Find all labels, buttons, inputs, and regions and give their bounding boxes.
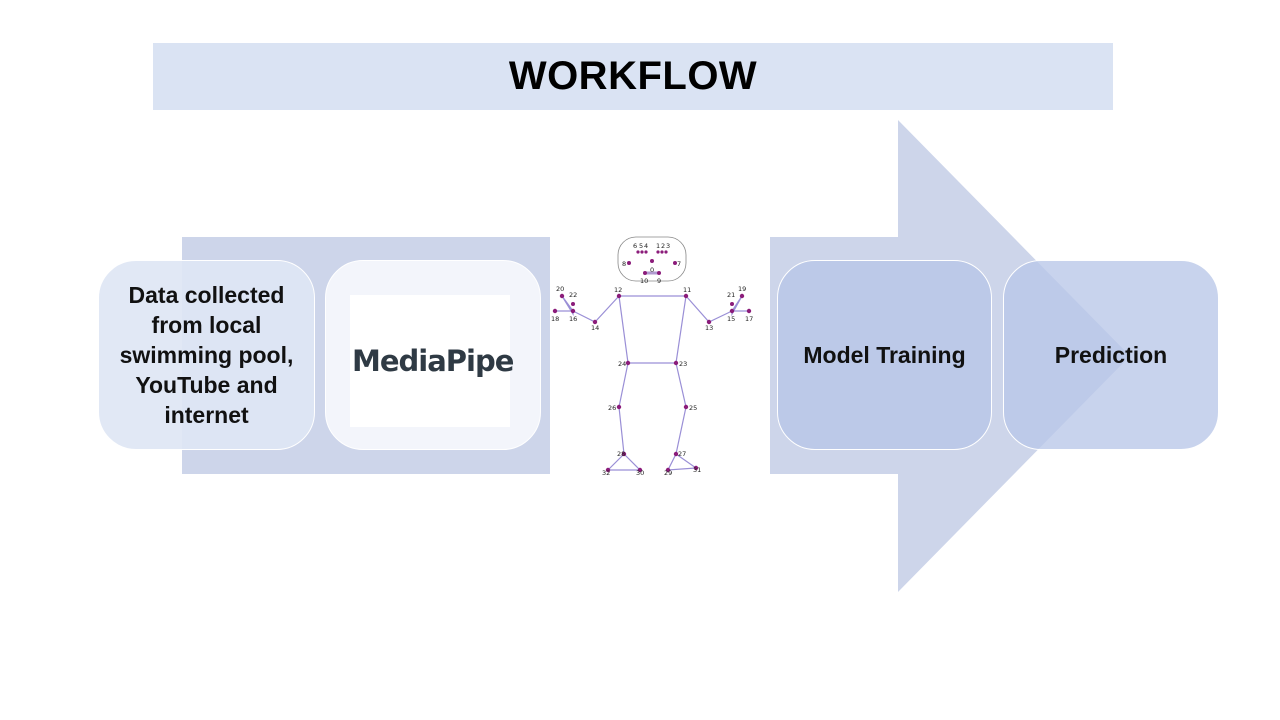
svg-text:18: 18 bbox=[551, 315, 559, 323]
step-model-training-text: Model Training bbox=[803, 342, 966, 368]
svg-text:9: 9 bbox=[657, 277, 661, 285]
svg-text:5: 5 bbox=[639, 242, 643, 250]
svg-text:20: 20 bbox=[556, 285, 564, 293]
svg-text:30: 30 bbox=[636, 469, 644, 477]
svg-text:3: 3 bbox=[666, 242, 670, 250]
svg-text:22: 22 bbox=[569, 291, 577, 299]
svg-text:32: 32 bbox=[602, 469, 610, 477]
svg-text:14: 14 bbox=[591, 324, 599, 332]
svg-text:1: 1 bbox=[656, 242, 660, 250]
svg-text:23: 23 bbox=[679, 360, 687, 368]
svg-text:16: 16 bbox=[569, 315, 577, 323]
mediapipe-wordmark: MediaPipe bbox=[352, 344, 514, 378]
svg-text:21: 21 bbox=[727, 291, 735, 299]
svg-text:19: 19 bbox=[738, 285, 746, 293]
step-model-training: Model Training bbox=[777, 260, 992, 450]
svg-text:12: 12 bbox=[614, 286, 622, 294]
svg-text:7: 7 bbox=[677, 260, 681, 268]
mediapipe-logo: MediaPipe bbox=[350, 295, 514, 427]
svg-text:8: 8 bbox=[622, 260, 626, 268]
svg-text:29: 29 bbox=[664, 469, 672, 477]
svg-text:10: 10 bbox=[640, 277, 648, 285]
svg-text:28: 28 bbox=[617, 450, 625, 458]
step-prediction: Prediction bbox=[1003, 260, 1219, 450]
svg-text:4: 4 bbox=[644, 242, 648, 250]
svg-text:24: 24 bbox=[618, 360, 626, 368]
pose-skeleton-diagram: 0 1 2 3 4 5 6 7 8 9 10 11 12 13 14 15 16… bbox=[551, 236, 753, 477]
landmark-labels: 0 1 2 3 4 5 6 7 8 9 10 11 12 13 14 15 16… bbox=[551, 242, 753, 477]
svg-text:11: 11 bbox=[683, 286, 691, 294]
step-data-collection: Data collected from local swimming pool,… bbox=[98, 260, 315, 450]
svg-text:31: 31 bbox=[693, 466, 701, 474]
svg-text:0: 0 bbox=[650, 266, 654, 274]
step-prediction-text: Prediction bbox=[1054, 342, 1168, 368]
step-mediapipe: MediaPipe bbox=[325, 260, 541, 450]
landmark-points bbox=[552, 250, 752, 473]
title-banner: WORKFLOW bbox=[153, 43, 1113, 110]
svg-text:13: 13 bbox=[705, 324, 713, 332]
svg-text:26: 26 bbox=[608, 404, 616, 412]
svg-text:2: 2 bbox=[661, 242, 665, 250]
svg-text:25: 25 bbox=[689, 404, 697, 412]
svg-text:17: 17 bbox=[745, 315, 753, 323]
step-data-collection-text: Data collected from local swimming pool,… bbox=[119, 282, 294, 428]
svg-text:15: 15 bbox=[727, 315, 735, 323]
svg-text:27: 27 bbox=[678, 450, 686, 458]
svg-text:6: 6 bbox=[633, 242, 637, 250]
page-title: WORKFLOW bbox=[508, 54, 758, 98]
